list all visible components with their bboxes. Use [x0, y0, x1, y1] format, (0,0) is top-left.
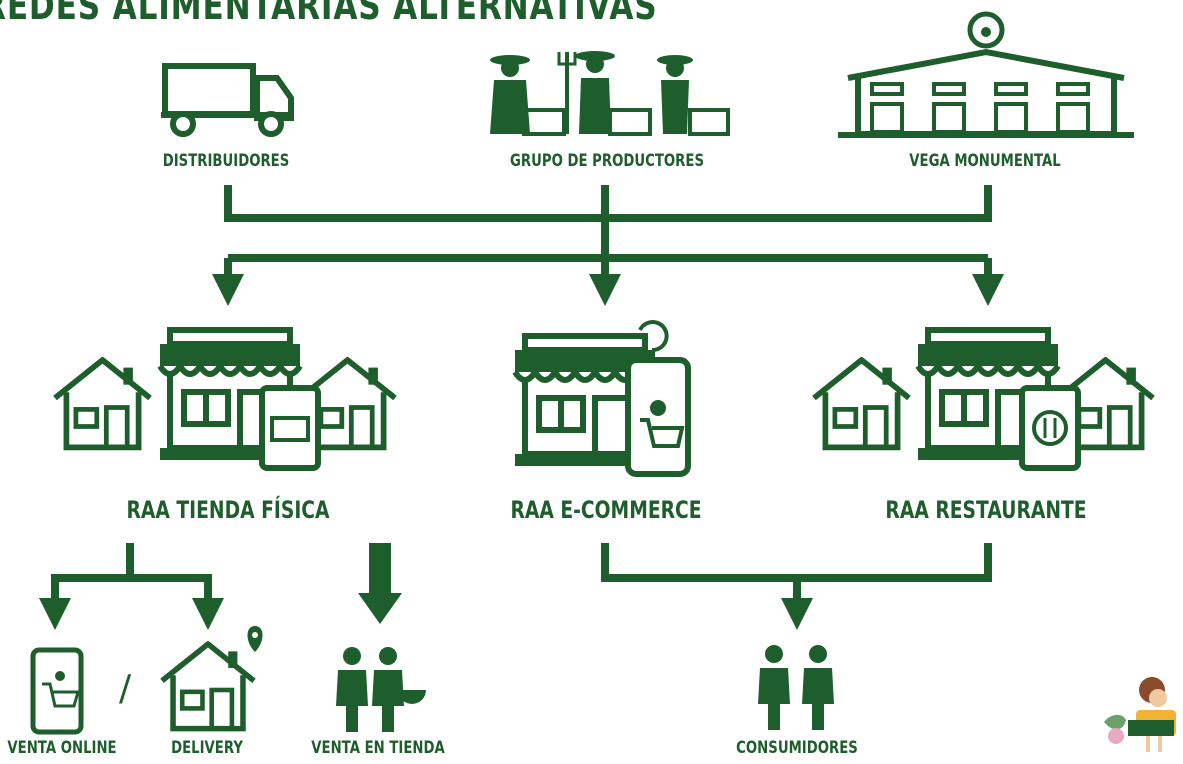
page-title: REDES ALIMENTARIAS ALTERNATIVAS: [0, 0, 658, 28]
label-delivery: DELIVERY: [171, 738, 243, 758]
label-ecommerce: RAA E-COMMERCE: [510, 496, 702, 524]
venta-tienda-arrow: [358, 543, 402, 624]
top-connectors: [212, 185, 1004, 306]
label-distribuidores: DISTRIBUIDORES: [162, 151, 290, 171]
farmers-icon: [490, 51, 730, 136]
separator-slash: /: [119, 668, 132, 709]
label-venta-online: VENTA ONLINE: [7, 738, 117, 758]
warehouse-icon: [838, 11, 1134, 138]
label-consumidores: CONSUMIDORES: [736, 738, 858, 758]
ecommerce-icon: [515, 320, 691, 477]
bottom-connectors: [39, 543, 992, 630]
label-vega-monumental: VEGA MONUMENTAL: [909, 151, 1061, 171]
phone-cart-icon: [30, 647, 84, 735]
mascot-icon: [1104, 677, 1176, 752]
label-grupo-productores: GRUPO DE PRODUCTORES: [509, 151, 705, 171]
house-icon: [162, 644, 254, 729]
label-restaurante: RAA RESTAURANTE: [885, 496, 1087, 524]
consumers-people-icon: [758, 645, 834, 730]
label-tienda-fisica: RAA TIENDA FÍSICA: [126, 496, 330, 524]
tienda-fisica-icon: [55, 330, 395, 471]
location-pin-icon: [247, 626, 263, 652]
label-venta-tienda: VENTA EN TIENDA: [311, 738, 445, 758]
people-icon: [336, 647, 426, 732]
restaurante-icon: [814, 330, 1153, 471]
truck-icon: [161, 63, 294, 137]
